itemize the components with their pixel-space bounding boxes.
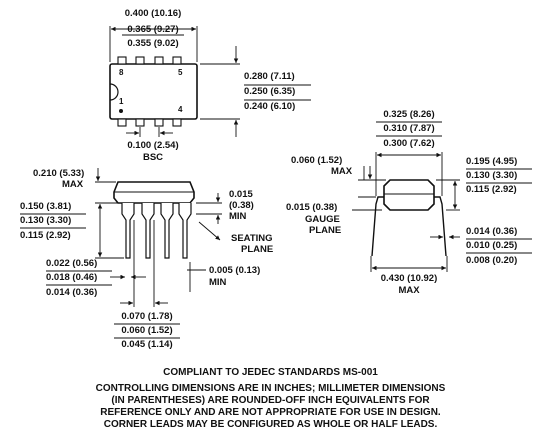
side-lead-3 [160,203,174,259]
standoff-value: 0.015 [229,189,253,200]
body-height-max: MAX [62,179,84,190]
side-lead-4 [178,203,192,259]
lead-thickness-nom: 0.010 (0.25) [466,240,517,251]
gauge-label-2: PLANE [309,225,341,236]
shoulder-width-max: 0.070 (1.78) [121,311,172,322]
standoff-min: MIN [229,211,247,222]
pin1-dot [119,109,123,113]
note-line-1: CONTROLLING DIMENSIONS ARE IN INCHES; MI… [95,383,446,394]
top-pin-8 [117,56,127,65]
row-spacing-nom: 0.310 (7.87) [383,123,434,134]
pin-label-8: 8 [119,68,124,77]
note-line-3: REFERENCE ONLY AND ARE NOT APPROPRIATE F… [100,407,441,418]
row-spacing-max: 0.325 (8.26) [383,109,434,120]
pitch-value: 0.100 (2.54) [127,140,178,151]
top-pin-7 [135,56,145,65]
compliance-note: COMPLIANT TO JEDEC STANDARDS MS-001 [163,367,378,378]
lead-width-min: 0.014 (0.36) [46,287,97,298]
seating-plane-label-1: SEATING [231,233,273,244]
top-width-nom: 0.365 (9.27) [127,24,178,35]
side-view-body [113,181,195,204]
lead-height-max: 0.195 (4.95) [466,156,517,167]
side-lead-1 [121,203,135,259]
end-lead-left [371,196,384,257]
pitch-note: BSC [143,152,163,163]
body-top-value: 0.060 (1.52) [291,155,342,166]
end-view-body [383,179,435,211]
end-lead-right [434,196,447,257]
row-spacing-min: 0.300 (7.62) [383,138,434,149]
lead-width-nom: 0.018 (0.46) [46,272,97,283]
pin-label-5: 5 [178,68,183,77]
note-line-2: (IN PARENTHESES) ARE ROUNDED-OFF INCH EQ… [111,395,430,406]
pin-label-4: 4 [178,105,183,114]
shoulder-width-nom: 0.060 (1.52) [121,325,172,336]
pin1-notch [109,83,119,101]
seating-gap-value: 0.005 (0.13) [209,265,260,276]
top-height-min: 0.240 (6.10) [244,101,295,112]
top-view: 8 5 1 4 0.400 (10.16) 0.365 (9.27) 0.355… [109,8,311,163]
shoulder-width-min: 0.045 (1.14) [121,339,172,350]
top-pin-6 [154,56,164,65]
lead-length-min: 0.115 (2.92) [20,230,71,241]
body-top-max: MAX [331,166,353,177]
lead-height-min: 0.115 (2.92) [466,184,517,195]
lead-thickness-max: 0.014 (0.36) [466,226,517,237]
bottom-pin-4 [172,118,182,127]
top-view-body [109,63,198,120]
gauge-value: 0.015 (0.38) [286,202,337,213]
lead-width-max: 0.022 (0.56) [46,258,97,269]
top-pin-5 [172,56,182,65]
end-view: 0.325 (8.26) 0.310 (7.87) 0.300 (7.62) 0… [286,109,532,296]
top-width-max: 0.400 (10.16) [125,8,182,19]
side-view: 0.210 (5.33) MAX 0.150 (3.81) 0.130 (3.3… [20,168,273,350]
standoff-mm: (0.38) [229,200,254,211]
lead-thickness-min: 0.008 (0.20) [466,255,517,266]
gauge-label-1: GAUGE [305,214,340,225]
bottom-pin-1 [117,118,127,127]
lead-span-value: 0.430 (10.92) [381,273,438,284]
top-width-min: 0.355 (9.02) [127,38,178,49]
top-height-nom: 0.250 (6.35) [244,86,295,97]
bottom-pin-2 [135,118,145,127]
controlling-dimensions-note: CONTROLLING DIMENSIONS ARE IN INCHES; MI… [0,383,541,431]
lead-length-max: 0.150 (3.81) [20,201,71,212]
seating-gap-min: MIN [209,277,227,288]
lead-span-max: MAX [398,285,420,296]
top-height-max: 0.280 (7.11) [244,71,295,82]
pin-label-1: 1 [119,97,124,106]
bottom-pin-3 [154,118,164,127]
seating-plane-label-2: PLANE [241,244,273,255]
body-height-value: 0.210 (5.33) [33,168,84,179]
note-line-4: CORNER LEADS MAY BE CONFIGURED AS WHOLE … [103,419,438,430]
side-lead-2 [141,203,155,259]
lead-length-nom: 0.130 (3.30) [20,215,71,226]
lead-height-nom: 0.130 (3.30) [466,170,517,181]
